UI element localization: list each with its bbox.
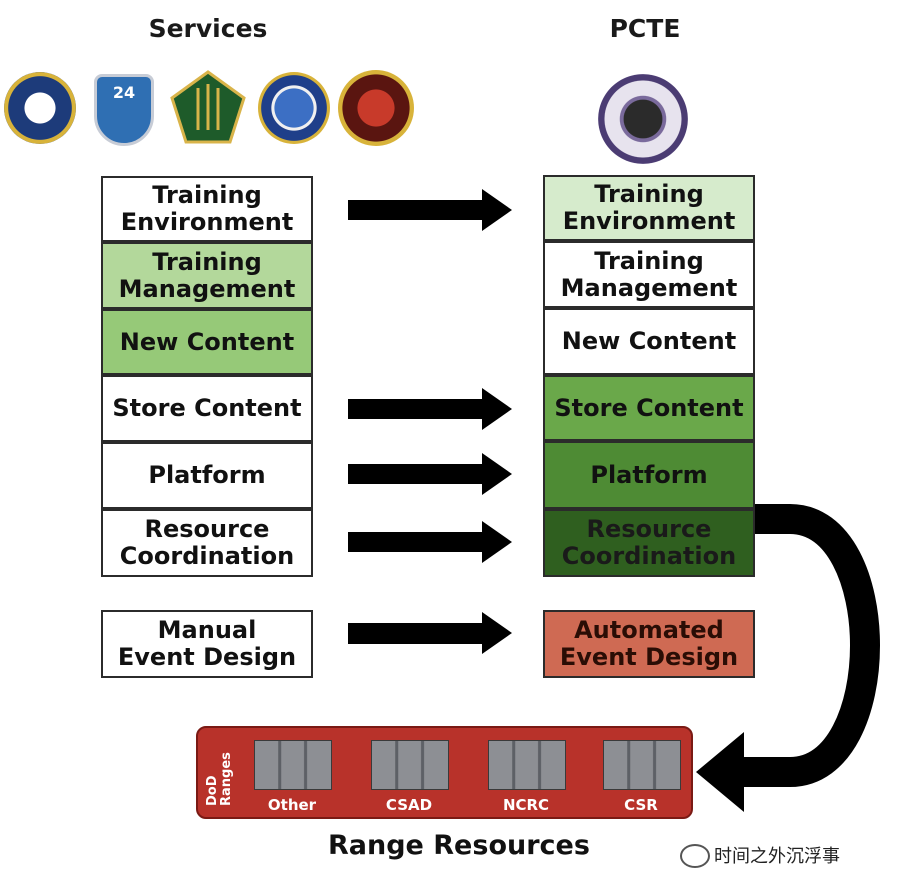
left-training-management: Training Management [101, 242, 313, 309]
wechat-icon [680, 844, 710, 868]
seal-24-text: 24 [112, 83, 136, 102]
left-new-content-label: New Content [119, 327, 295, 356]
left-training-environment-label: Training Environment [120, 181, 294, 236]
coast-guard-seal-icon [258, 72, 330, 144]
left-store-content-label: Store Content [112, 394, 302, 422]
right-store-content: Store Content [543, 375, 755, 441]
left-store-content: Store Content [101, 375, 313, 442]
left-platform: Platform [101, 442, 313, 509]
right-resource-coordination-label: Resource Coordination [561, 515, 737, 570]
server-csr-icon [603, 740, 681, 790]
server-ncrc-label: NCRC [502, 796, 550, 814]
services-header: Services [148, 14, 268, 43]
curved-arrow-to-ranges [742, 504, 880, 787]
army-cyber-seal-shape [170, 70, 246, 144]
watermark-text: 时间之外沉浮事 [714, 846, 840, 867]
left-resource-coordination: Resource Coordination [101, 509, 313, 577]
right-training-environment: Training Environment [543, 175, 755, 241]
pcte-seal-icon [598, 74, 688, 164]
right-store-content-label: Store Content [554, 393, 744, 422]
left-training-environment: Training Environment [101, 176, 313, 242]
navy-seal-icon [4, 72, 76, 144]
right-new-content-label: New Content [561, 327, 737, 355]
arrow-training-environment [348, 189, 512, 231]
server-other-label: Other [267, 796, 317, 814]
curved-arrow-head [696, 732, 744, 812]
right-training-environment-label: Training Environment [562, 180, 736, 235]
marine-corps-seal-icon [338, 70, 414, 146]
left-manual-event-design-label: Manual Event Design [117, 616, 297, 671]
right-training-management: Training Management [543, 241, 755, 308]
arrow-store-content [348, 388, 512, 430]
left-training-management-label: Training Management [118, 247, 296, 303]
server-csad-icon [371, 740, 449, 790]
right-platform-label: Platform [590, 460, 708, 489]
left-resource-coordination-label: Resource Coordination [119, 515, 295, 570]
arrow-resource-coordination [348, 521, 512, 563]
arrow-event-design [348, 612, 512, 654]
right-automated-event-design-label: Automated Event Design [559, 616, 739, 671]
pcte-header: PCTE [609, 14, 681, 43]
right-resource-coordination: Resource Coordination [543, 509, 755, 577]
right-platform: Platform [543, 441, 755, 509]
24th-air-force-seal-icon: 24 [94, 74, 154, 146]
server-csad-label: CSAD [385, 796, 433, 814]
left-new-content: New Content [101, 309, 313, 375]
left-platform-label: Platform [148, 461, 266, 489]
right-training-management-label: Training Management [560, 246, 738, 302]
dod-ranges-label: DoD Ranges [205, 752, 234, 806]
arrow-platform [348, 453, 512, 495]
server-csr-label: CSR [624, 796, 658, 814]
server-other-icon [254, 740, 332, 790]
left-manual-event-design: Manual Event Design [101, 610, 313, 678]
right-automated-event-design: Automated Event Design [543, 610, 755, 678]
server-ncrc-icon [488, 740, 566, 790]
range-resources-title: Range Resources [328, 830, 590, 861]
range-resources-panel: DoD Ranges Other CSAD NCRC CSR [196, 726, 693, 819]
army-cyber-seal-icon [170, 70, 246, 146]
right-new-content: New Content [543, 308, 755, 375]
